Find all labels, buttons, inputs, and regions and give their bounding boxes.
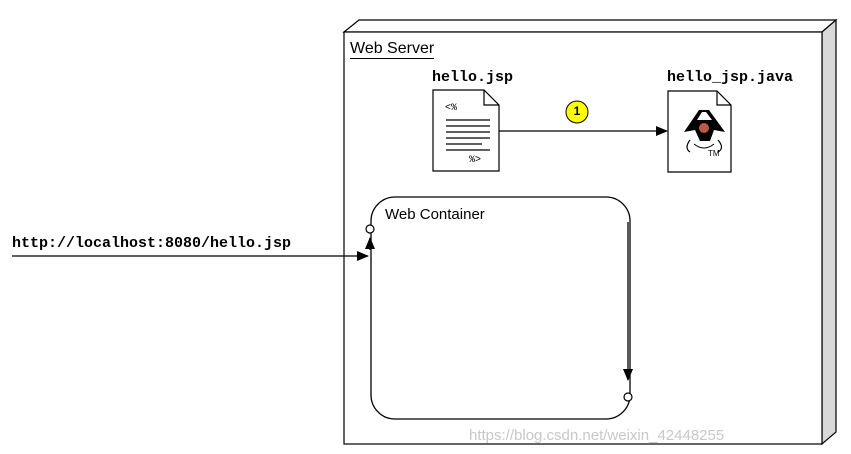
jsp-close-tag: %> xyxy=(469,155,482,166)
jsp-open-tag: <% xyxy=(445,103,458,114)
web-server-title: Web Server xyxy=(350,40,435,59)
java-file-name: hello_jsp.java xyxy=(667,69,794,86)
step-badge-circle xyxy=(565,100,589,124)
web-server-box xyxy=(342,18,838,446)
container-exit-port xyxy=(623,392,633,402)
watermark: https://blog.csdn.net/weixin_42448255 xyxy=(469,427,725,444)
container-entry-port xyxy=(365,224,375,234)
web-container-title: Web Container xyxy=(385,206,485,223)
java-trademark: TM xyxy=(708,149,720,158)
document-icon xyxy=(432,89,500,172)
request-url: http://localhost:8080/hello.jsp xyxy=(12,235,292,252)
java-duke-icon xyxy=(667,90,732,173)
jsp-file-name: hello.jsp xyxy=(432,69,514,86)
step-badge-number: 1 xyxy=(573,104,581,118)
web-container-box xyxy=(370,196,631,420)
